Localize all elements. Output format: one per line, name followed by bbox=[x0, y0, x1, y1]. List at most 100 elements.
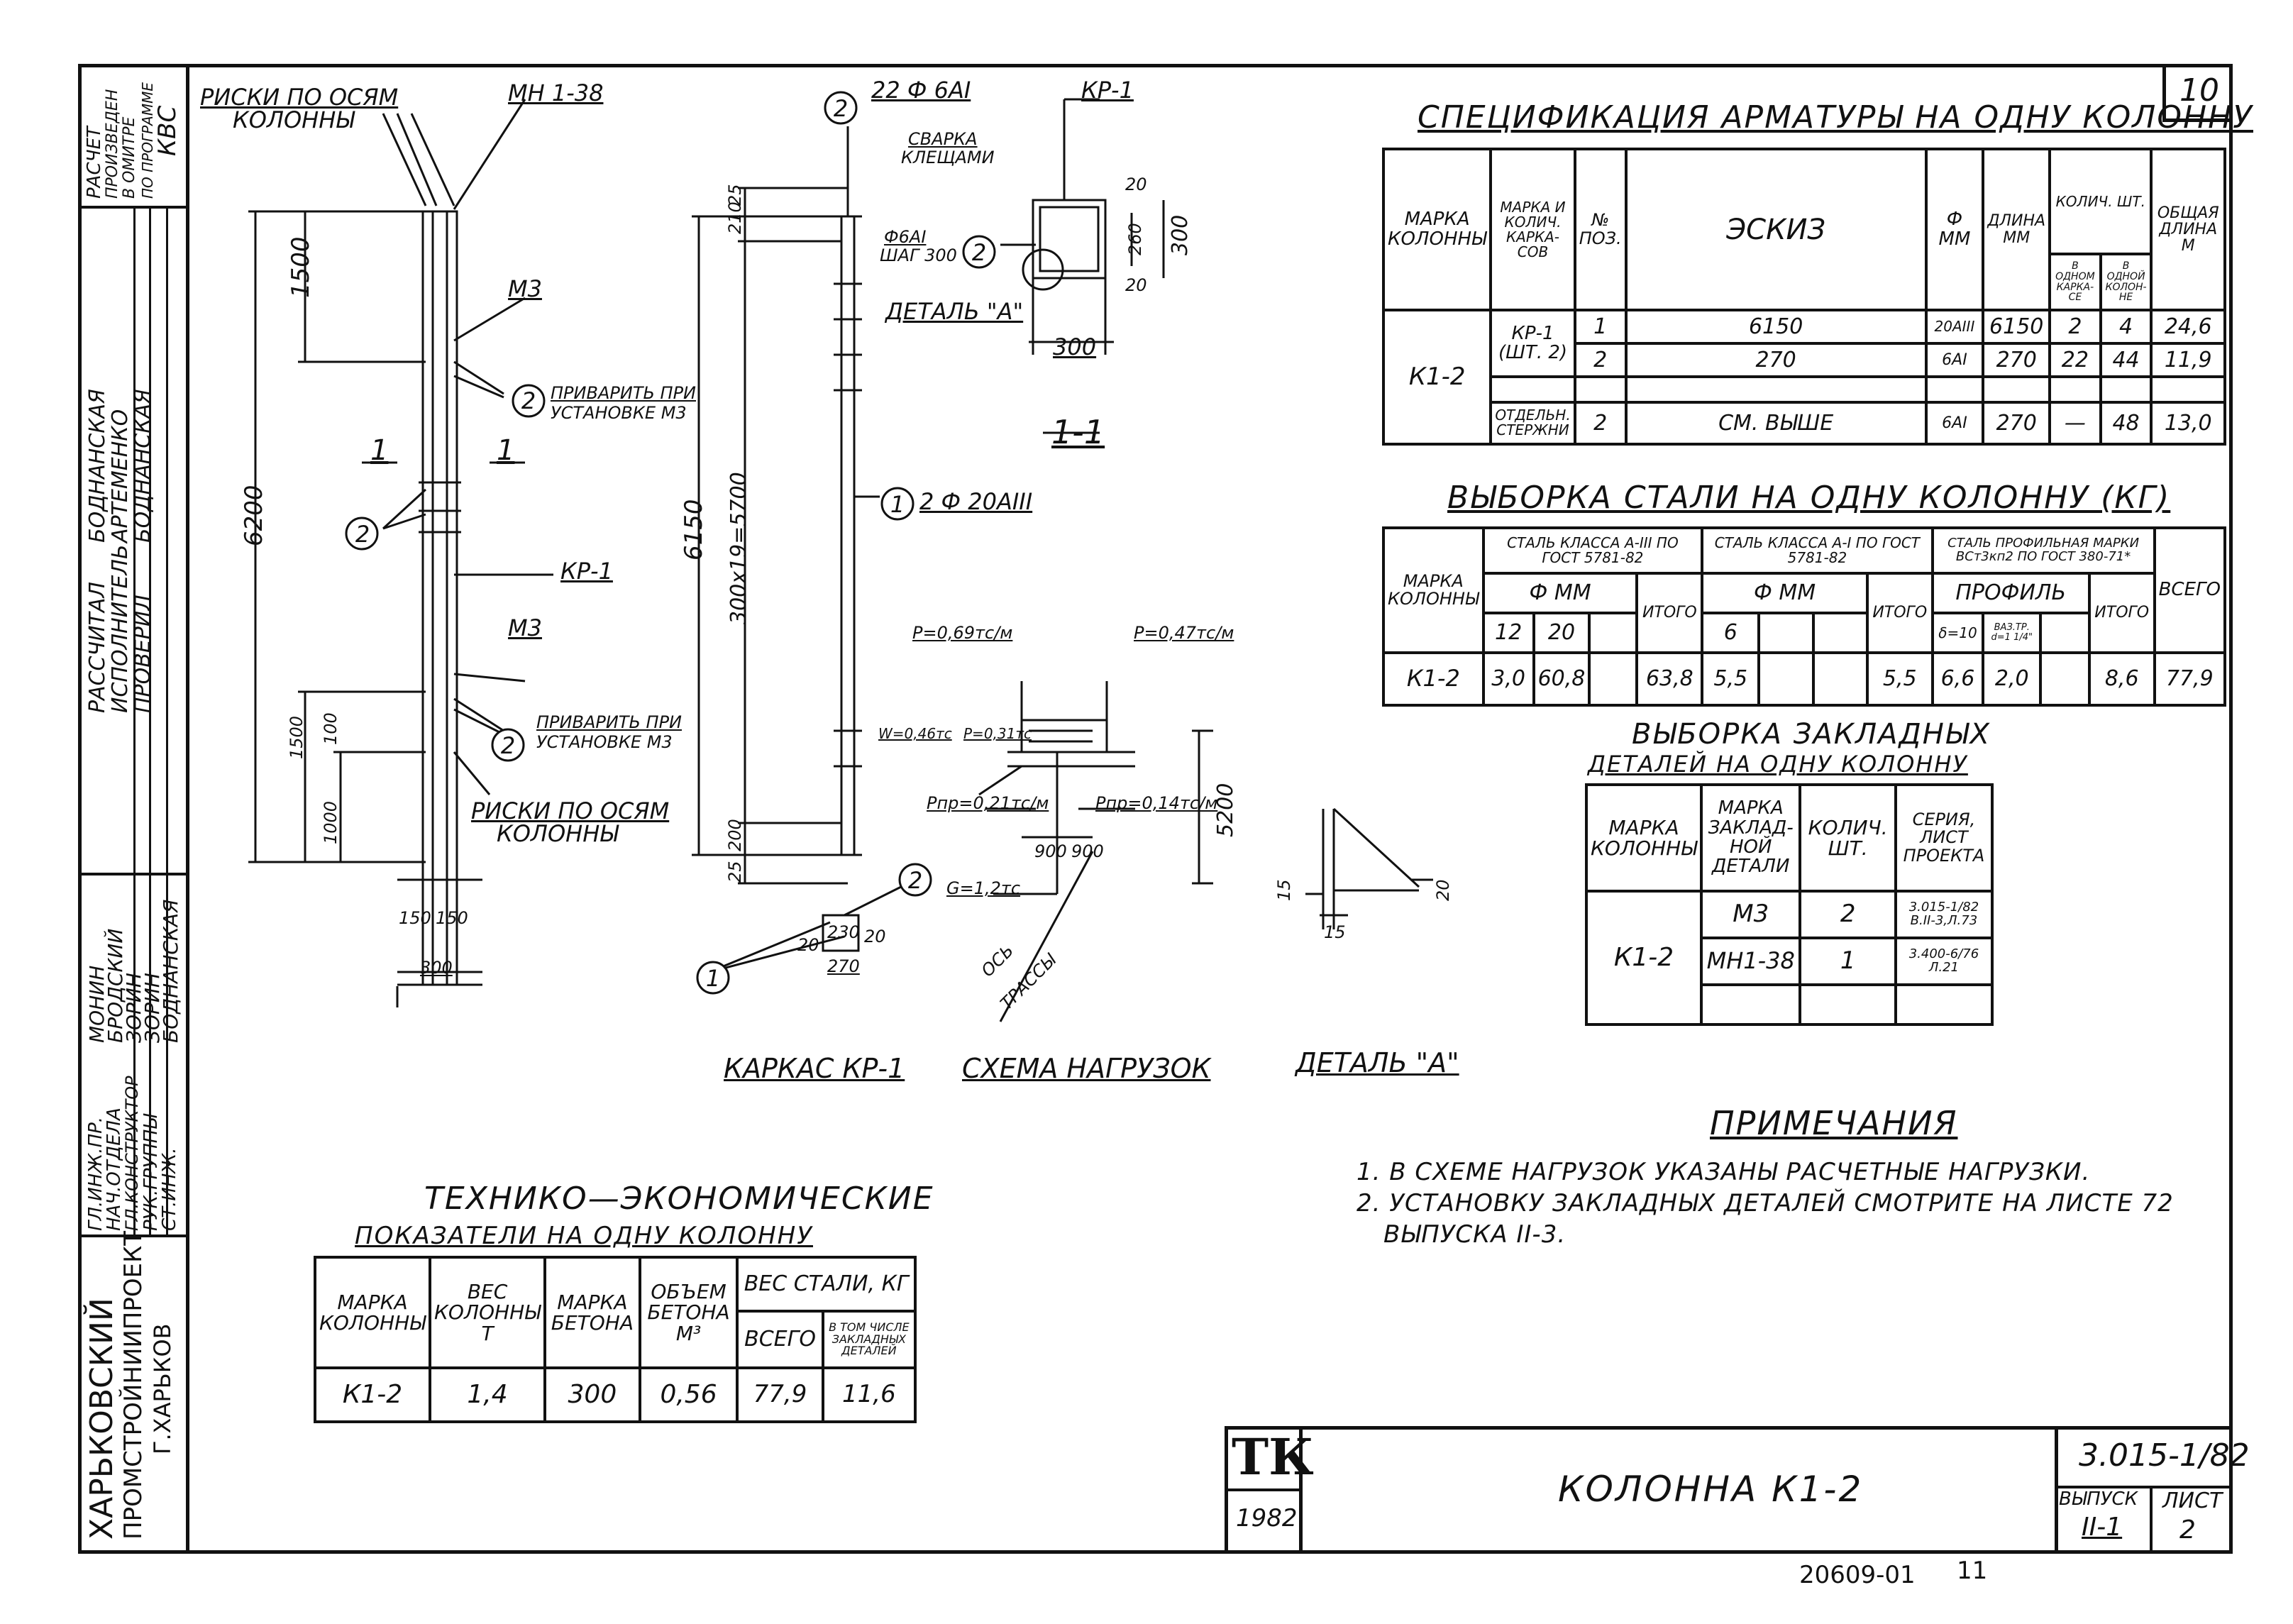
tech-steel-embedded: 11,6 bbox=[821, 1366, 917, 1423]
emb-h-part: МАРКА ЗАКЛАД-НОЙ ДЕТАЛИ bbox=[1700, 783, 1802, 893]
dim-25-bottom: 25 bbox=[725, 861, 745, 883]
spec-table: МАРКА КОЛОННЫ МАРКА И КОЛИЧ. КАРКА-СОВ №… bbox=[1381, 147, 2226, 446]
emb-r1-n: 2 bbox=[1799, 890, 1897, 939]
weld-note-b-2: УСТАНОВКЕ М3 bbox=[536, 732, 673, 752]
spec-h-sketch: ЭСКИЗ bbox=[1624, 147, 1928, 312]
steel-h-profile: ПРОФИЛЬ bbox=[1930, 572, 2091, 614]
load-ppr2: Рпр=0,14тс/м bbox=[1095, 793, 1218, 813]
steel-h-mark: МАРКА КОЛОННЫ bbox=[1382, 526, 1485, 654]
spec-r2-n2: 44 bbox=[2099, 341, 2153, 378]
steel-total-a: 63,8 bbox=[1635, 651, 1704, 707]
column-body bbox=[421, 210, 458, 986]
tech-steel-total: 77,9 bbox=[736, 1366, 824, 1423]
steel-h-total-b: ИТОГО bbox=[1865, 572, 1934, 654]
spec-r3-len: 270 bbox=[1982, 400, 2052, 446]
issue-header: ВЫПУСК bbox=[2059, 1488, 2138, 1510]
steel-h-pipe: ВАЗ.ТР. d=1 1/4" bbox=[1982, 612, 2043, 654]
title-year: 1982 bbox=[1236, 1504, 1298, 1532]
spec-r1-sketch: 6150 bbox=[1624, 309, 1928, 345]
tech-h-embedded: В ТОМ ЧИСЛЕ ЗАКЛАДНЫХ ДЕТАЛЕЙ bbox=[821, 1310, 917, 1369]
steel-title: ВЫБОРКА СТАЛИ НА ОДНУ КОЛОННУ (КГ) bbox=[1447, 480, 2171, 516]
dim-300-horizontal: 300 bbox=[1053, 333, 1097, 360]
spec-h-frame: МАРКА И КОЛИЧ. КАРКА-СОВ bbox=[1489, 147, 1576, 312]
dim-20-right: 20 bbox=[864, 927, 886, 946]
dim-260: 260 bbox=[1125, 223, 1145, 255]
steel-v20: 60,8 bbox=[1532, 651, 1591, 707]
spec-h-len: ДЛИНА ММ bbox=[1982, 147, 2052, 312]
spec-r2-total: 11,9 bbox=[2150, 341, 2226, 378]
spec-title: СПЕЦИФИКАЦИЯ АРМАТУРЫ НА ОДНУ КОЛОННУ bbox=[1418, 99, 2253, 136]
spec-r1-total: 24,6 bbox=[2150, 309, 2226, 345]
load-g: G=1,2тс bbox=[946, 878, 1021, 898]
tech-concrete-mark: 300 bbox=[543, 1366, 641, 1423]
dim-5700: 300х19=5700 bbox=[726, 472, 751, 624]
drawing-name: КОЛОННА К1-2 bbox=[1558, 1469, 1864, 1510]
dim-300-vertical: 300 bbox=[1168, 214, 1193, 255]
spec-r1-len: 6150 bbox=[1982, 309, 2052, 345]
dim-1000: 1000 bbox=[321, 800, 341, 844]
steel-v12: 3,0 bbox=[1481, 651, 1535, 707]
spec-r3-n1: — bbox=[2048, 400, 2102, 446]
tech-h-volume: ОБЪЕМ БЕТОНА М³ bbox=[638, 1256, 739, 1369]
spec-r2-len: 270 bbox=[1982, 341, 2052, 378]
bubble-2-top: 2 bbox=[833, 95, 849, 122]
top-bar-label: 22 Ф 6АI bbox=[871, 77, 971, 104]
sheet-corner-number: 10 bbox=[2162, 64, 2233, 122]
pos-bubble-2-c: 2 bbox=[500, 732, 516, 759]
spec-r3-d: 6АI bbox=[1924, 400, 1985, 446]
section-1-1-title: 1-1 bbox=[1051, 413, 1105, 451]
steel-h-a3: СТАЛЬ КЛАССА А-III ПО ГОСТ 5781-82 bbox=[1481, 526, 1704, 575]
tech-table: МАРКА КОЛОННЫ ВЕС КОЛОННЫ Т МАРКА БЕТОНА… bbox=[313, 1256, 917, 1423]
steel-p2: 2,0 bbox=[1982, 651, 2043, 707]
dim-20-bottom: 20 bbox=[1125, 275, 1147, 295]
drawing-frame bbox=[186, 64, 2233, 1554]
dim-100: 100 bbox=[321, 712, 341, 745]
bubble-2-detail: 2 bbox=[907, 867, 923, 894]
emb-r1-part: М3 bbox=[1700, 890, 1802, 939]
spec-h-per-column: В ОДНОЙ КОЛОН-НЕ bbox=[2099, 252, 2153, 312]
spec-r3-sketch: СМ. ВЫШЕ bbox=[1624, 400, 1928, 446]
dim-210: 210 bbox=[725, 201, 745, 234]
tech-weight: 1,4 bbox=[429, 1366, 547, 1423]
sheet-header: ЛИСТ bbox=[2162, 1488, 2223, 1513]
steel-h-total-a: ИТОГО bbox=[1635, 572, 1704, 654]
frame-kp1-caption: КАРКАС КР-1 bbox=[724, 1053, 905, 1084]
spec-r3-total: 13,0 bbox=[2150, 400, 2226, 446]
spec-r1-n2: 4 bbox=[2099, 309, 2153, 345]
risks-bottom-line2: КОЛОННЫ bbox=[497, 820, 619, 847]
spec-separate: ОТДЕЛЬН. СТЕРЖНИ bbox=[1489, 400, 1576, 446]
steel-h-6: 6 bbox=[1701, 612, 1761, 654]
steel-h-dmm-a: Ф ММ bbox=[1481, 572, 1639, 614]
steel-h-all: ВСЕГО bbox=[2153, 526, 2227, 654]
load-w: W=0,46тс bbox=[878, 725, 952, 742]
dim-150-right: 150 bbox=[436, 908, 468, 928]
steel-total-c: 8,6 bbox=[2087, 651, 2156, 707]
detail-dim-15-a: 15 bbox=[1274, 879, 1294, 901]
steel-h-a1: СТАЛЬ КЛАССА А-I ПО ГОСТ 5781-82 bbox=[1701, 526, 1934, 575]
spec-r3-n2: 48 bbox=[2099, 400, 2153, 446]
detail-a-caption: ДЕТАЛЬ "А" bbox=[1295, 1047, 1459, 1078]
dim-200: 200 bbox=[725, 819, 745, 851]
tech-mark: К1-2 bbox=[313, 1366, 432, 1423]
tech-title-1: ТЕХНИКО—ЭКОНОМИЧЕСКИЕ bbox=[424, 1181, 934, 1217]
load-ppr1: Рпр=0,21тс/м bbox=[927, 793, 1049, 813]
load-p1: Р=0,69тс/м bbox=[912, 623, 1013, 643]
tech-title-2: ПОКАЗАТЕЛИ НА ОДНУ КОЛОННУ bbox=[355, 1222, 813, 1250]
load-pa: Р=0,31тс bbox=[963, 725, 1032, 742]
spec-r1-d: 20АIII bbox=[1924, 309, 1985, 345]
spec-mark: К1-2 bbox=[1381, 309, 1493, 446]
mn-label: МН 1-38 bbox=[508, 79, 604, 106]
notes-title: ПРИМЕЧАНИЯ bbox=[1710, 1104, 1958, 1142]
issue-number: II-1 bbox=[2082, 1513, 2123, 1542]
dim-1500-bottom: 1500 bbox=[287, 715, 306, 759]
weld-clamps-1: СВАРКА bbox=[908, 129, 978, 149]
tech-h-mark: МАРКА КОЛОННЫ bbox=[313, 1256, 432, 1369]
bubble-2-stirrup: 2 bbox=[971, 239, 987, 266]
dim-1500-top: 1500 bbox=[287, 236, 315, 298]
emb-r2-n: 1 bbox=[1799, 937, 1897, 986]
steel-all: 77,9 bbox=[2153, 651, 2227, 707]
emb-h-ref: СЕРИЯ, ЛИСТ ПРОЕКТА bbox=[1894, 783, 1994, 893]
section-mark-left: 1 bbox=[370, 434, 389, 467]
steel-h-total-c: ИТОГО bbox=[2087, 572, 2156, 654]
